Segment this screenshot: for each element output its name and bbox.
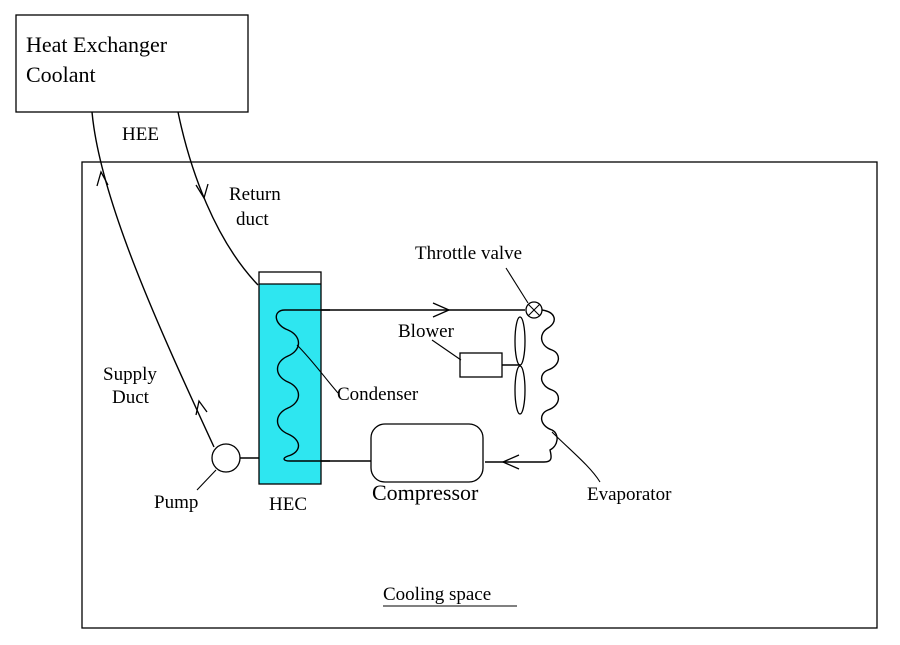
pump-label: Pump — [154, 492, 198, 513]
blower-blade-upper — [514, 316, 526, 366]
evaporator-coil — [485, 309, 559, 463]
throttle-valve-cross-b — [527, 303, 541, 317]
supply-duct-arrow-lower — [195, 399, 208, 416]
throttle-valve-label: Throttle valve — [415, 243, 522, 264]
blower-label: Blower — [398, 321, 455, 342]
pump — [211, 443, 241, 473]
hee-label: HEE — [122, 124, 159, 145]
cooling-space-box — [81, 161, 878, 629]
blower-motor — [459, 352, 503, 378]
hec-label: HEC — [269, 494, 307, 515]
refrigerant-line-arrow — [432, 302, 451, 318]
blower-blade-lower — [514, 365, 526, 415]
condenser-label: Condenser — [337, 384, 419, 405]
pump-leader — [196, 469, 217, 491]
evaporator-return-arrow — [501, 454, 520, 470]
blower-leader — [431, 339, 462, 361]
coolant-label: Coolant — [26, 62, 96, 87]
compressor-label: Compressor — [372, 480, 479, 505]
heat-exchanger-label: Heat Exchanger — [26, 32, 168, 57]
supply-duct-label: Supply — [103, 364, 157, 385]
return-duct-label: Return — [229, 184, 281, 205]
evaporator-leader — [551, 431, 601, 483]
cooling-space-label: Cooling space — [383, 584, 491, 605]
return-duct — [177, 111, 259, 286]
supply-duct-arrow-upper — [96, 170, 109, 187]
condenser-coil — [275, 309, 330, 462]
hec-tank-outline — [258, 271, 322, 485]
supply-duct — [91, 111, 215, 448]
supply-duct-label-2: Duct — [112, 387, 150, 408]
condenser-leader — [296, 344, 339, 394]
throttle-valve-leader — [505, 267, 529, 304]
return-duct-label-2: duct — [236, 209, 269, 230]
compressor — [370, 423, 484, 483]
return-duct-arrow — [195, 183, 209, 200]
hec-tank — [259, 284, 321, 484]
evaporator-label: Evaporator — [587, 484, 672, 505]
heat-exchanger-coolant-box — [15, 14, 249, 113]
